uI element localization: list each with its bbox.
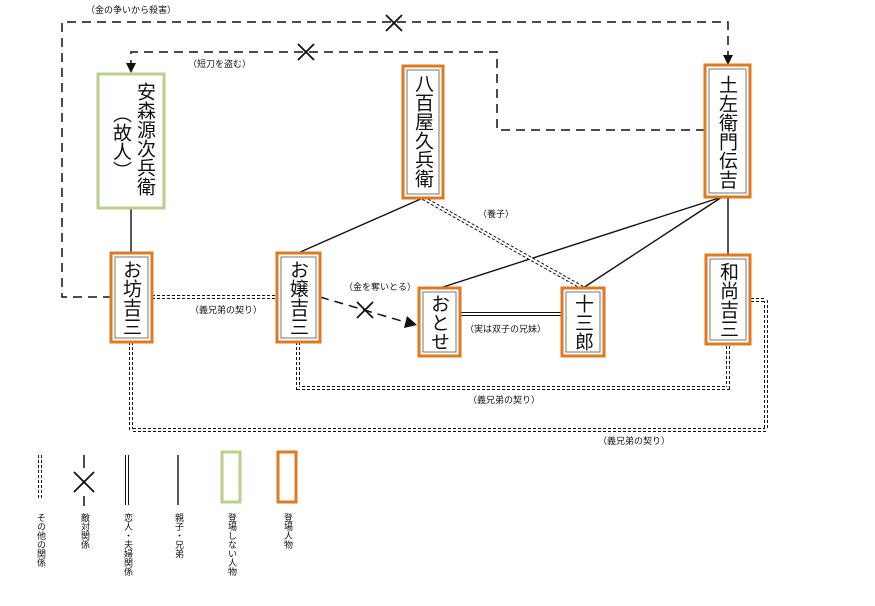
hostile-mark-1 bbox=[385, 14, 403, 32]
label-kane-arasoi: （金の争いから殺害） bbox=[86, 4, 176, 16]
edge-tosaemon-jusaburo bbox=[582, 196, 723, 289]
name-tosaemon: 土左衛門伝吉 bbox=[716, 75, 738, 189]
legend-family: 親子・兄弟 bbox=[173, 455, 184, 559]
legend-other-label: その他の関係 bbox=[35, 513, 46, 568]
legend-hostile-label: 敵対関係 bbox=[79, 512, 90, 550]
label-yoshi: （養子） bbox=[478, 208, 514, 220]
label-kyodai-2: （義兄弟の契り） bbox=[468, 394, 540, 406]
name-obo: お坊吉三 bbox=[120, 260, 142, 336]
edge-tosaemon-otose bbox=[439, 196, 723, 289]
legend-absent-label: 登場しない人物 bbox=[226, 513, 237, 577]
edge-kane-ubai bbox=[319, 296, 406, 323]
label-kane-ubai: （金を奪いとる） bbox=[344, 281, 416, 293]
name-osho: 和尚吉三 bbox=[717, 262, 739, 338]
node-ojo: お嬢吉三 bbox=[275, 251, 322, 344]
node-otose: おとせ bbox=[417, 286, 462, 358]
legend-absent: 登場しない人物 bbox=[220, 450, 242, 577]
name-ojo: お嬢吉三 bbox=[287, 260, 309, 336]
legend-lovers-label: 恋人・夫婦関係 bbox=[122, 512, 133, 577]
legend: その他の関係 敵対関係 恋人・夫婦関係 親子・兄弟 登場しない人物 bbox=[35, 450, 298, 577]
label-kyodai-3: （義兄弟の契り） bbox=[598, 435, 670, 447]
node-yaoya: 八百屋久兵衛 bbox=[401, 64, 445, 200]
label-futago: （実は双子の兄妹） bbox=[465, 323, 546, 335]
name-yaoya: 八百屋久兵衛 bbox=[412, 74, 434, 188]
node-yasumori: 安森源次兵衛 （故人） bbox=[96, 72, 166, 210]
legend-lovers: 恋人・夫婦関係 bbox=[122, 455, 133, 577]
name-otose: おとせ bbox=[428, 294, 450, 351]
arrowhead-kane-ubai bbox=[404, 316, 417, 328]
note-yasumori: （故人） bbox=[110, 104, 132, 180]
node-jusaburo: 十三郎 bbox=[560, 286, 606, 358]
arrowhead-tanto bbox=[126, 63, 136, 73]
hostile-mark-2 bbox=[297, 43, 315, 61]
edge-yaoya-ojo bbox=[297, 197, 424, 254]
legend-family-label: 親子・兄弟 bbox=[173, 512, 184, 559]
legend-present-label: 登場人物 bbox=[282, 513, 293, 550]
label-tanto: （短刀を盗む） bbox=[188, 58, 251, 70]
hostile-mark-3 bbox=[356, 301, 374, 319]
node-obo: お坊吉三 bbox=[109, 251, 154, 344]
legend-other: その他の関係 bbox=[35, 455, 46, 568]
legend-hostile: 敵対関係 bbox=[73, 455, 95, 550]
node-osho: 和尚吉三 bbox=[704, 253, 752, 346]
edge-kane-arasoi bbox=[61, 21, 729, 298]
arrowhead-kane-arasoi bbox=[723, 55, 733, 65]
edge-kyodai-ojo-osho bbox=[296, 342, 730, 390]
name-jusaburo: 十三郎 bbox=[572, 294, 594, 351]
edge-tanto bbox=[130, 51, 705, 131]
label-kyodai-1: （義兄弟の契り） bbox=[190, 304, 262, 316]
node-tosaemon: 土左衛門伝吉 bbox=[703, 63, 752, 199]
name-yasumori: 安森源次兵衛 bbox=[134, 82, 156, 196]
legend-present: 登場人物 bbox=[276, 450, 298, 550]
